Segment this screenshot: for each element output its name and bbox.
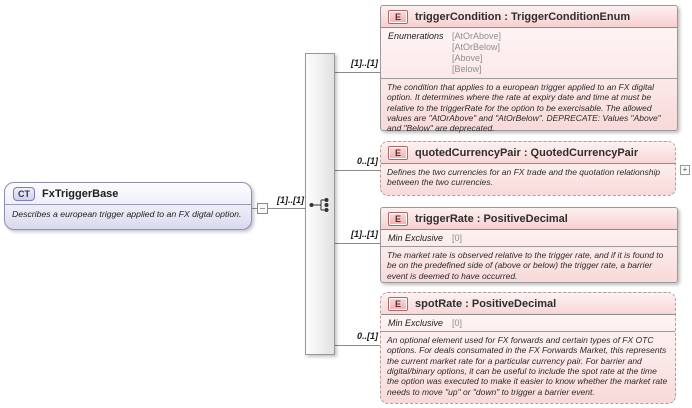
element-doc: Defines the two currencies for an FX tra… (387, 167, 661, 188)
element-title: triggerCondition : TriggerConditionEnum (415, 11, 631, 23)
collapse-dash-icon (260, 208, 265, 209)
element-box-triggerRate[interactable]: E triggerRate : PositiveDecimal Min Excl… (380, 207, 678, 283)
element-box-triggerCondition[interactable]: E triggerCondition : TriggerConditionEnu… (380, 5, 678, 133)
element-box-spotRate[interactable]: E spotRate : PositiveDecimal Min Exclusi… (380, 292, 676, 404)
cardinality-quotedCurrencyPair: 0..[1] (356, 156, 378, 166)
complex-type-doc: Describes a european trigger applied to … (12, 209, 242, 219)
element-badge-icon: E (388, 212, 409, 226)
element-title: spotRate : PositiveDecimal (415, 298, 557, 310)
facet-value: [0] (452, 318, 463, 328)
facet-label: Min Exclusive (388, 318, 444, 328)
enum-value: [Below] (452, 64, 482, 74)
complex-type-header: CT FxTriggerBase (5, 183, 251, 205)
enumerations-section: Enumerations [AtOrAbove] [AtOrBelow] [Ab… (381, 28, 677, 79)
cardinality-triggerRate: [1]..[1] (351, 229, 378, 239)
element-title: quotedCurrencyPair : QuotedCurrencyPair (415, 147, 639, 159)
cardinality-spotRate: 0..[1] (356, 331, 378, 341)
complex-type-badge-icon: CT (13, 187, 35, 201)
element-badge-icon: E (388, 297, 409, 311)
connector-line-triggerRate (335, 243, 380, 244)
element-badge-icon: E (388, 10, 409, 24)
enum-value: [AtOrAbove] (452, 31, 502, 41)
enum-value: [Above] (452, 53, 483, 63)
enum-value: [AtOrBelow] (452, 42, 501, 52)
element-doc: The condition that applies to a european… (387, 82, 661, 134)
element-header: E quotedCurrencyPair : QuotedCurrencyPai… (381, 142, 675, 164)
element-title: triggerRate : PositiveDecimal (415, 213, 568, 225)
cardinality-root: [1]..[1] (277, 195, 304, 205)
collapse-handle-icon[interactable] (257, 203, 268, 214)
connector-root-line (252, 208, 305, 209)
element-badge-icon: E (388, 146, 409, 160)
complex-type-node-FxTriggerBase[interactable]: CT FxTriggerBase Describes a european tr… (4, 182, 252, 230)
enumeration-values: [AtOrAbove] [AtOrBelow] [Above] [Below] (452, 31, 501, 75)
element-header: E triggerRate : PositiveDecimal (381, 208, 677, 230)
facet-section: Min Exclusive [0] (381, 230, 677, 247)
connector-line-triggerCondition (335, 72, 380, 73)
connector-line-quotedCurrencyPair (335, 170, 380, 171)
sequence-icon (309, 198, 329, 212)
facet-section: Min Exclusive [0] (381, 315, 675, 332)
facet-value: [0] (452, 233, 463, 243)
expand-icon[interactable]: + (680, 165, 690, 175)
complex-type-name: FxTriggerBase (42, 188, 119, 200)
facet-label: Enumerations (388, 31, 444, 41)
element-header: E spotRate : PositiveDecimal (381, 293, 675, 315)
element-header: E triggerCondition : TriggerConditionEnu… (381, 6, 677, 28)
element-box-quotedCurrencyPair[interactable]: E quotedCurrencyPair : QuotedCurrencyPai… (380, 141, 676, 196)
facet-label: Min Exclusive (388, 233, 444, 243)
element-doc: The market rate is observed relative to … (387, 250, 664, 281)
connector-line-spotRate (335, 345, 380, 346)
cardinality-triggerCondition: [1]..[1] (351, 58, 378, 68)
element-doc: An optional element used for FX forwards… (387, 335, 668, 397)
